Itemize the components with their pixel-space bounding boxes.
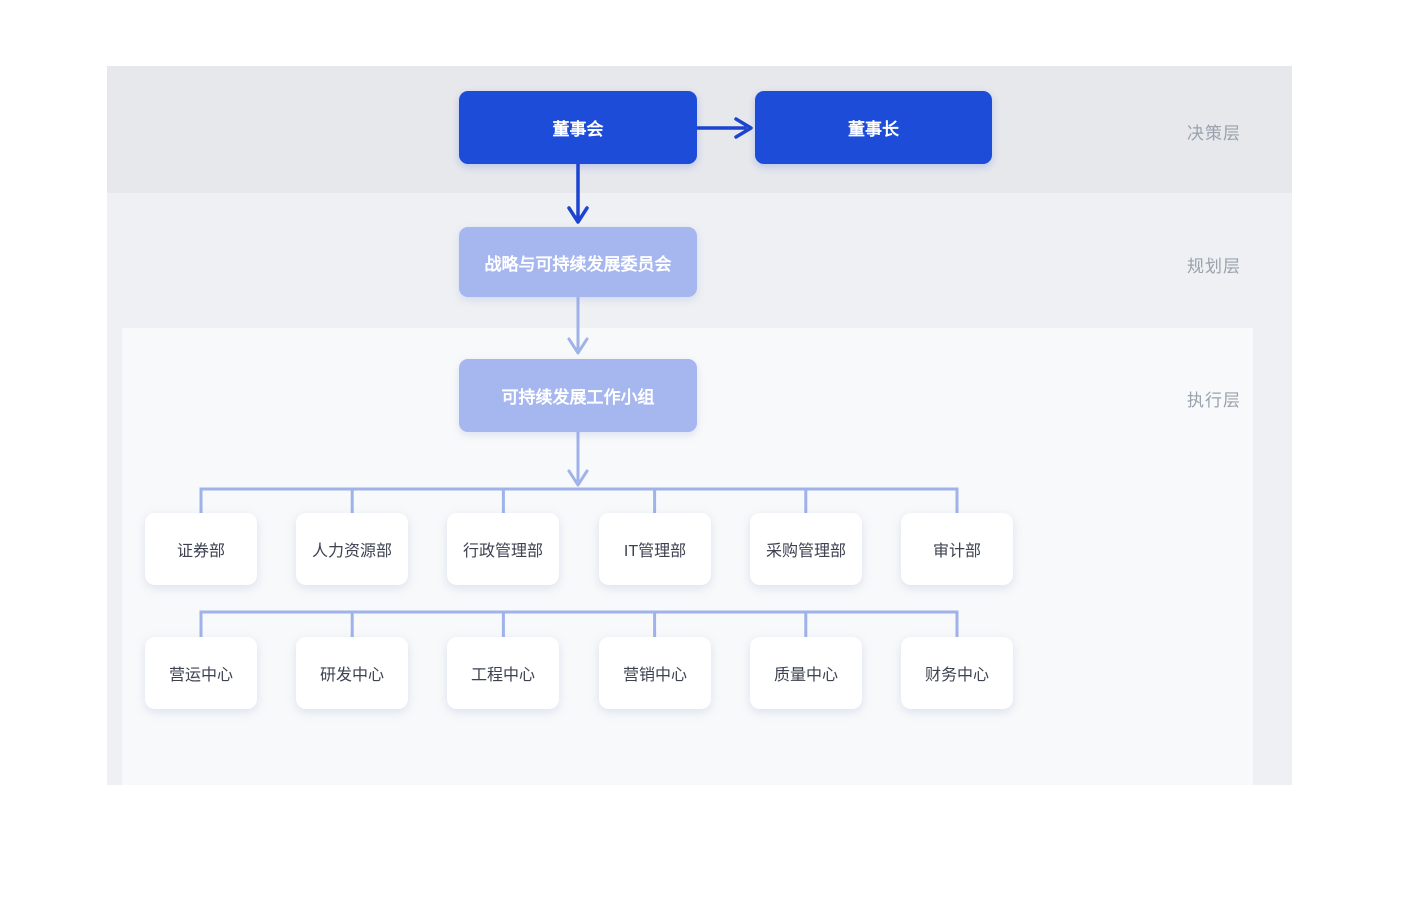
node-strategy-committee: 战略与可持续发展委员会 <box>459 227 697 297</box>
dept-node: 行政管理部 <box>447 513 559 585</box>
center-node: 工程中心 <box>447 637 559 709</box>
node-sustainability-workgroup: 可持续发展工作小组 <box>459 359 697 432</box>
layer-label-decision: 决策层 <box>1187 124 1241 143</box>
center-node: 质量中心 <box>750 637 862 709</box>
layer-label-planning: 规划层 <box>1187 257 1241 276</box>
dept-node: 审计部 <box>901 513 1013 585</box>
node-board: 董事会 <box>459 91 697 164</box>
dept-node: 采购管理部 <box>750 513 862 585</box>
dept-node: IT管理部 <box>599 513 711 585</box>
dept-node: 人力资源部 <box>296 513 408 585</box>
org-chart: 决策层 规划层 执行层 董事会 董事长 战略与可持续发展委员会 可持续发展工作小… <box>107 66 1292 785</box>
center-node: 研发中心 <box>296 637 408 709</box>
center-node: 营运中心 <box>145 637 257 709</box>
node-chairman: 董事长 <box>755 91 992 164</box>
center-node: 营销中心 <box>599 637 711 709</box>
dept-node: 证券部 <box>145 513 257 585</box>
center-node: 财务中心 <box>901 637 1013 709</box>
layer-label-execution: 执行层 <box>1187 391 1241 410</box>
